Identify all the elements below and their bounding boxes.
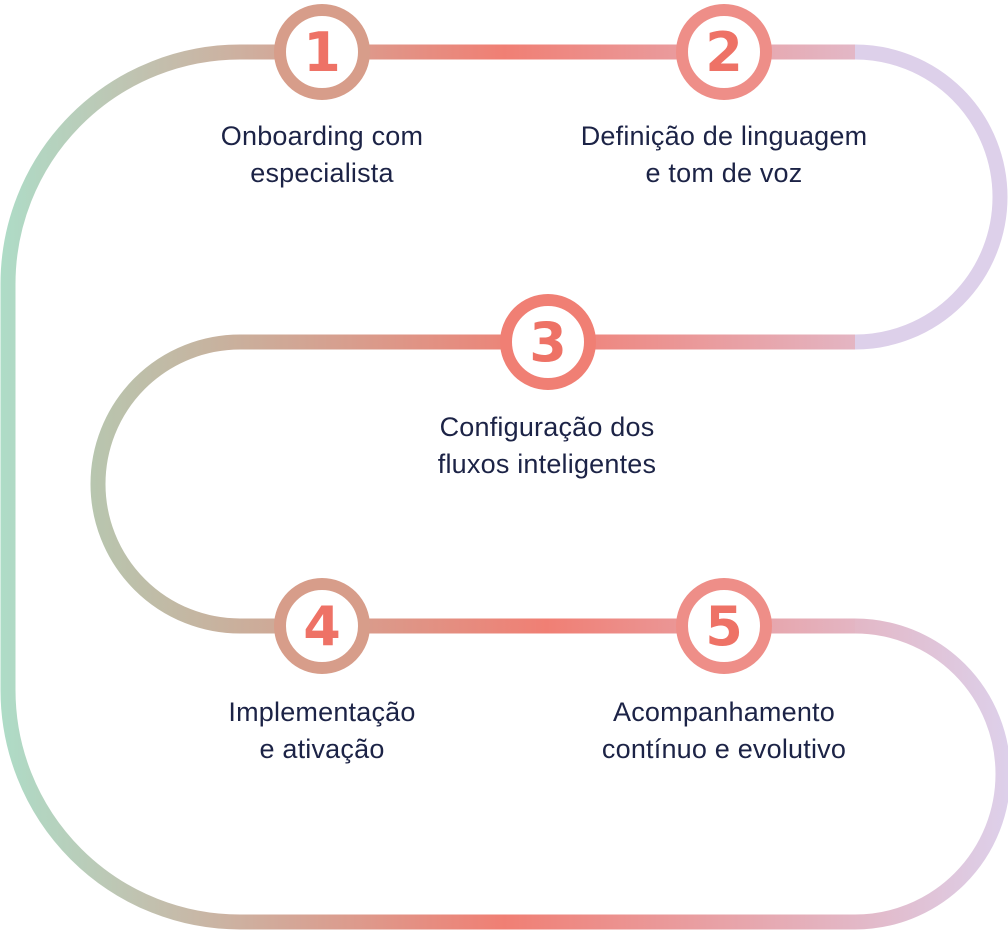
step-4-label: Implementação e ativação bbox=[228, 697, 416, 764]
step-5-circle bbox=[676, 578, 772, 674]
step-1-badge: 1 bbox=[274, 4, 370, 100]
step-3-circle bbox=[500, 294, 596, 390]
step-2-label: Definição de linguagem e tom de voz bbox=[580, 121, 868, 188]
step-5-label: Acompanhamento contínuo e evolutivo bbox=[601, 697, 847, 764]
step-3-label: Configuração dos fluxos inteligentes bbox=[437, 412, 657, 479]
step-5-number: 5 bbox=[705, 595, 743, 658]
step-3-number: 3 bbox=[529, 311, 567, 374]
step-1-circle bbox=[274, 4, 370, 100]
step-1-label: Onboarding com especialista bbox=[220, 121, 424, 188]
step-2-number: 2 bbox=[705, 21, 743, 84]
step-3-badge: 3 bbox=[500, 294, 596, 390]
step-4-circle bbox=[274, 578, 370, 674]
step-1-number: 1 bbox=[303, 21, 341, 84]
step-2-circle bbox=[676, 4, 772, 100]
step-2-badge: 2 bbox=[676, 4, 772, 100]
outer-path bbox=[0, 44, 1008, 930]
inner-path bbox=[90, 334, 855, 634]
step-4-badge: 4 bbox=[274, 578, 370, 674]
step-4-number: 4 bbox=[303, 595, 341, 658]
right-upper-arc bbox=[854, 44, 1008, 350]
step-5-badge: 5 bbox=[676, 578, 772, 674]
